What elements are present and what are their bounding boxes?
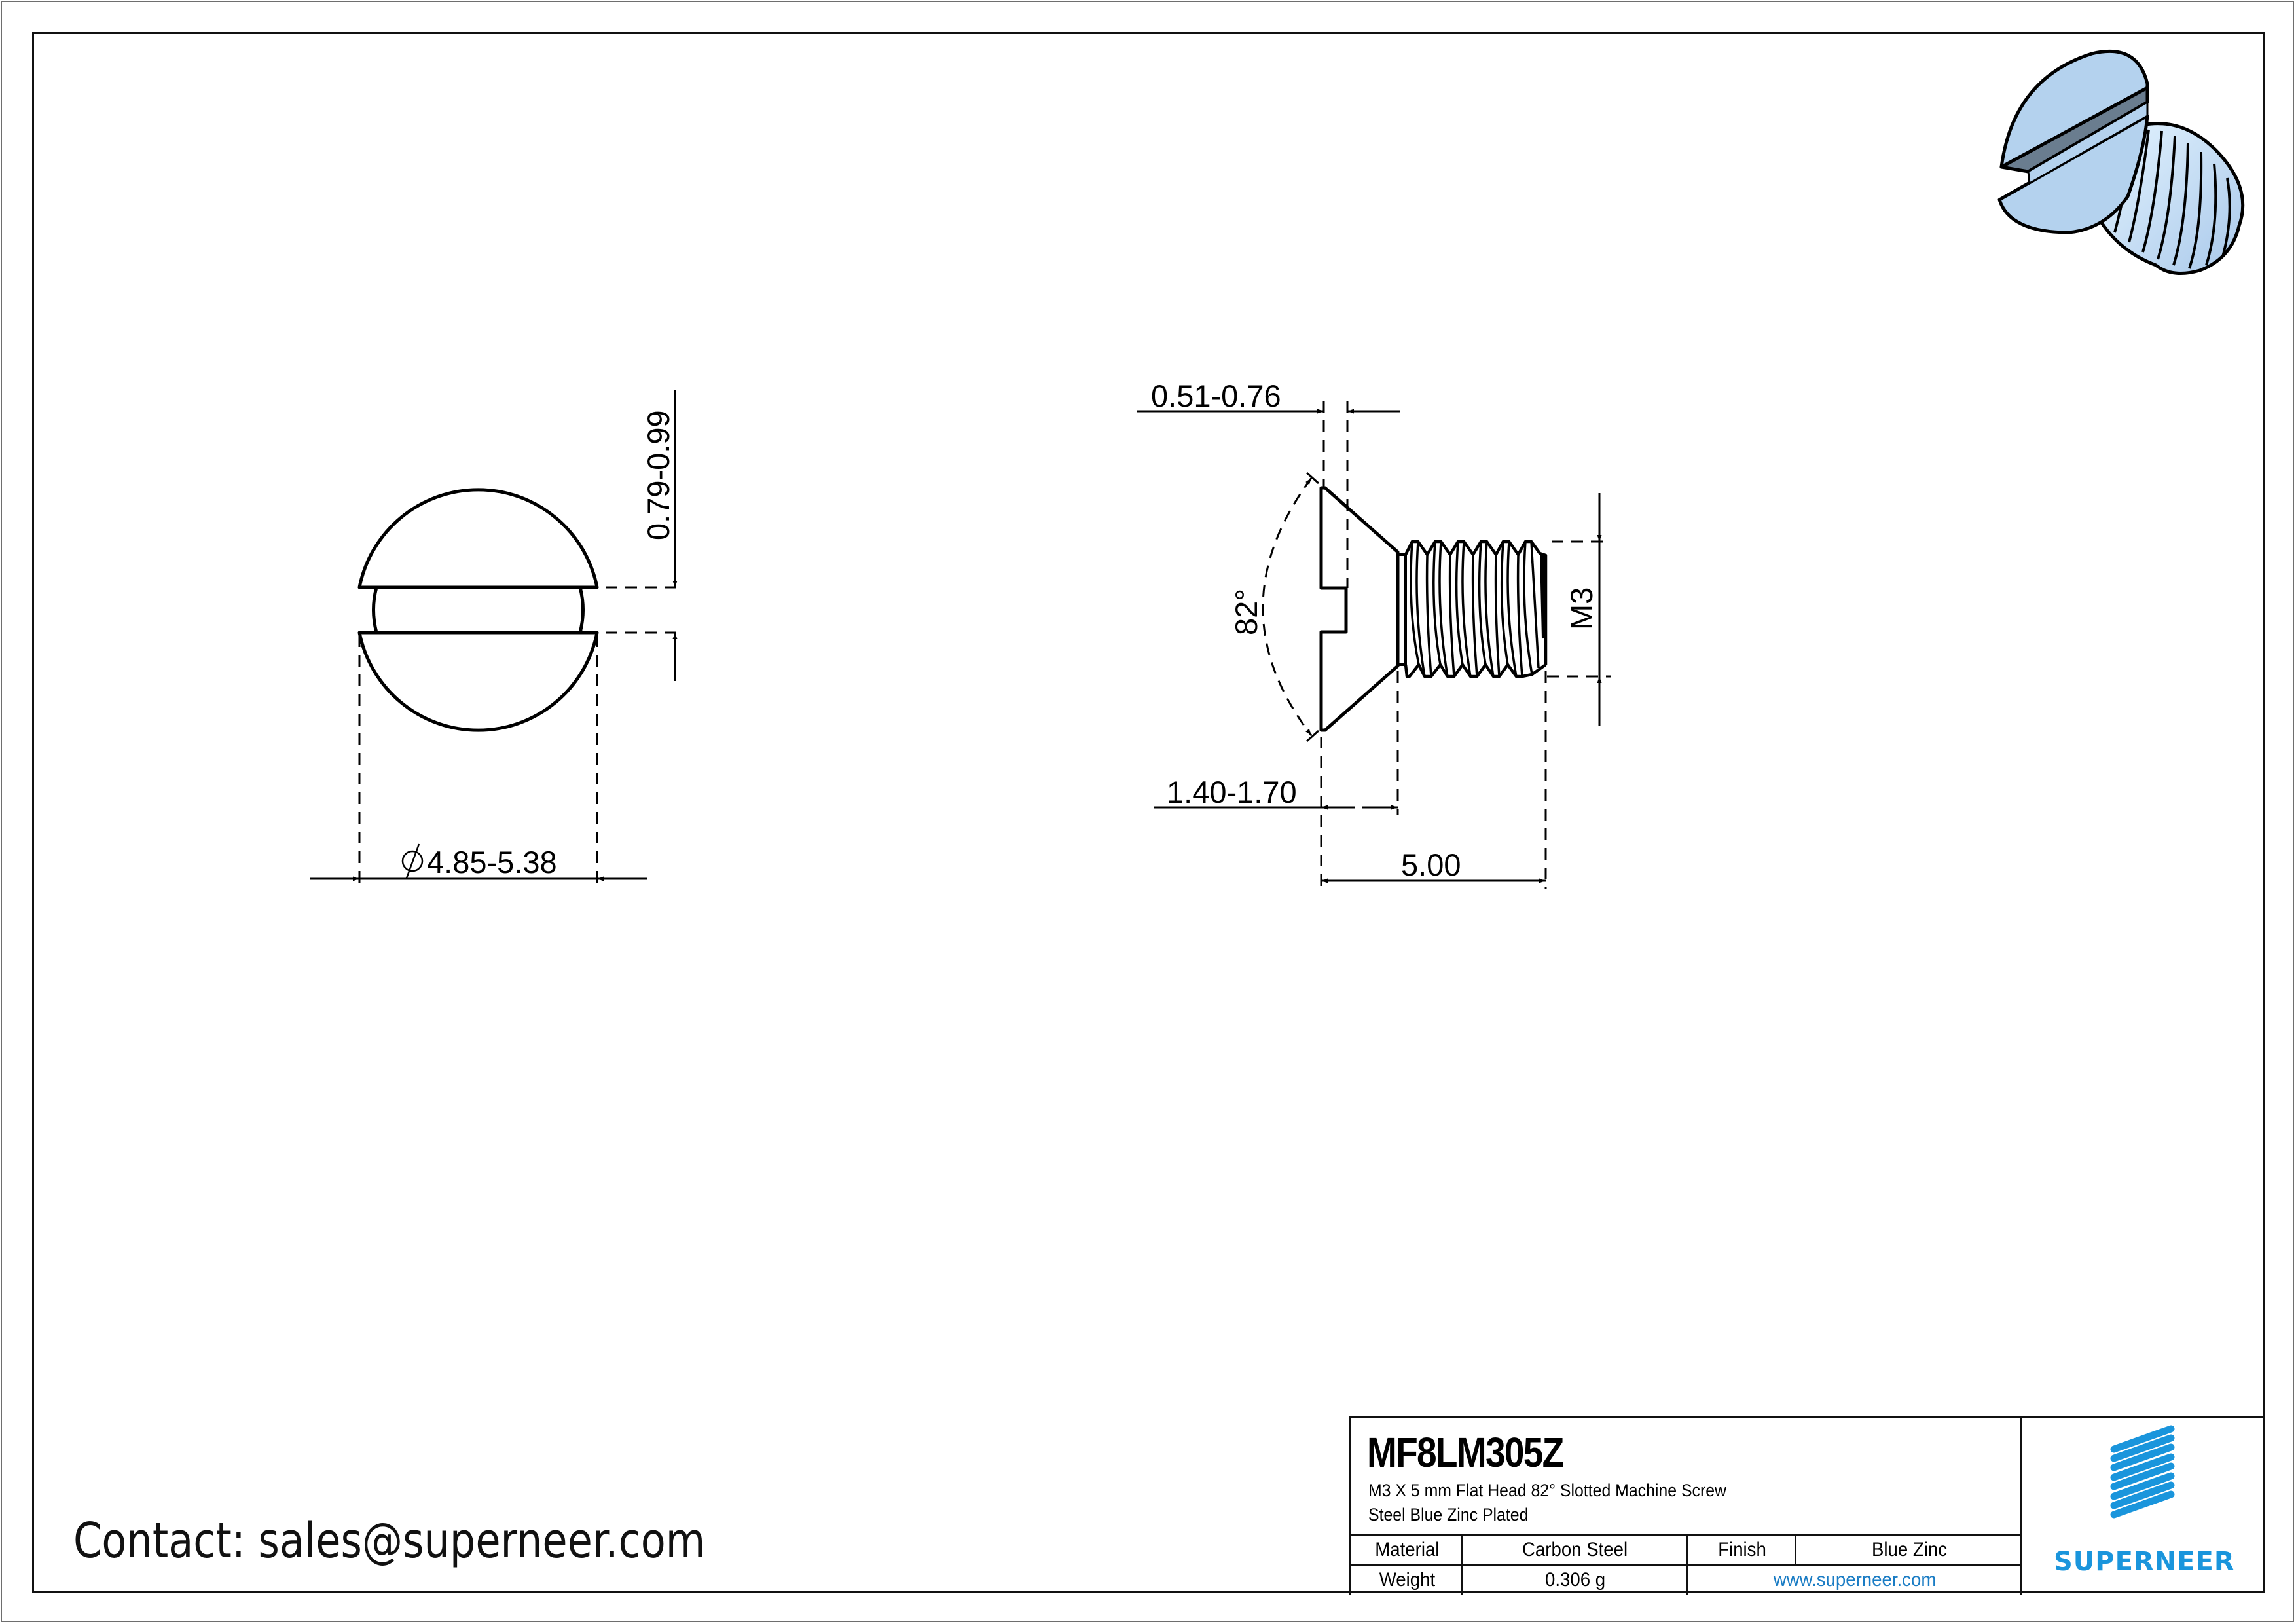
part-finish-description: Steel Blue Zinc Plated <box>1368 1505 1529 1524</box>
title-block: MF8LM305Z M3 X 5 mm Flat Head 82° Slotte… <box>1349 1416 2267 1595</box>
slot-depth-dimension: 0.51-0.76 <box>1151 378 1281 413</box>
slot-width-dimension: 0.79-0.99 <box>641 410 676 540</box>
finish-label-cell: Finish <box>1686 1534 1796 1564</box>
thread-size-dimension: M3 <box>1564 587 1599 630</box>
website-cell[interactable]: www.superneer.com <box>1686 1564 2022 1595</box>
finish-value-cell: Blue Zinc <box>1795 1534 2022 1564</box>
slot-inner-right <box>578 587 585 633</box>
brand-logo: SUPERNEER <box>2022 1418 2267 1595</box>
finish-value: Blue Zinc <box>1871 1539 1948 1560</box>
thread-helix-lines <box>1410 541 1546 677</box>
head-lower-half <box>357 631 599 732</box>
weight-value-cell: 0.306 g <box>1461 1564 1688 1595</box>
countersink-angle-dimension: 82° <box>1229 589 1264 635</box>
screw-head <box>1319 486 1400 732</box>
drawing-frame <box>32 32 2265 1593</box>
material-label-cell: Material <box>1349 1534 1463 1564</box>
finish-label: Finish <box>1718 1539 1766 1560</box>
part-number: MF8LM305Z <box>1367 1429 1564 1476</box>
brand-name: SUPERNEER <box>2054 1547 2235 1577</box>
front-view-dimensions <box>310 390 684 885</box>
head-height-dimension: 1.40-1.70 <box>1167 775 1297 809</box>
part-description: M3 X 5 mm Flat Head 82° Slotted Machine … <box>1368 1481 1726 1500</box>
title-area: MF8LM305Z M3 X 5 mm Flat Head 82° Slotte… <box>1351 1418 2020 1536</box>
front-view <box>357 488 599 732</box>
weight-value: 0.306 g <box>1544 1569 1606 1591</box>
side-view-dimensions <box>1137 401 1611 889</box>
screw-3d-render <box>1997 50 2245 275</box>
contact-email[interactable]: Contact: sales@superneer.com <box>73 1513 706 1569</box>
head-diameter-dimension: 4.85-5.38 <box>427 845 557 879</box>
title-block-divider <box>2020 1416 2022 1595</box>
website-link[interactable]: www.superneer.com <box>1774 1569 1937 1591</box>
striped-parallelogram-logo-icon <box>2110 1425 2175 1519</box>
slot-inner-left <box>372 587 378 633</box>
weight-label-cell: Weight <box>1349 1564 1463 1595</box>
diameter-symbol-icon <box>401 843 424 879</box>
weight-label: Weight <box>1379 1569 1435 1591</box>
material-label: Material <box>1374 1539 1440 1560</box>
material-value-cell: Carbon Steel <box>1461 1534 1688 1564</box>
material-value: Carbon Steel <box>1522 1539 1628 1560</box>
properties-table: Material Carbon Steel Finish Blue Zinc W… <box>1349 1534 2022 1595</box>
head-upper-half <box>357 488 599 589</box>
length-dimension: 5.00 <box>1401 847 1461 882</box>
